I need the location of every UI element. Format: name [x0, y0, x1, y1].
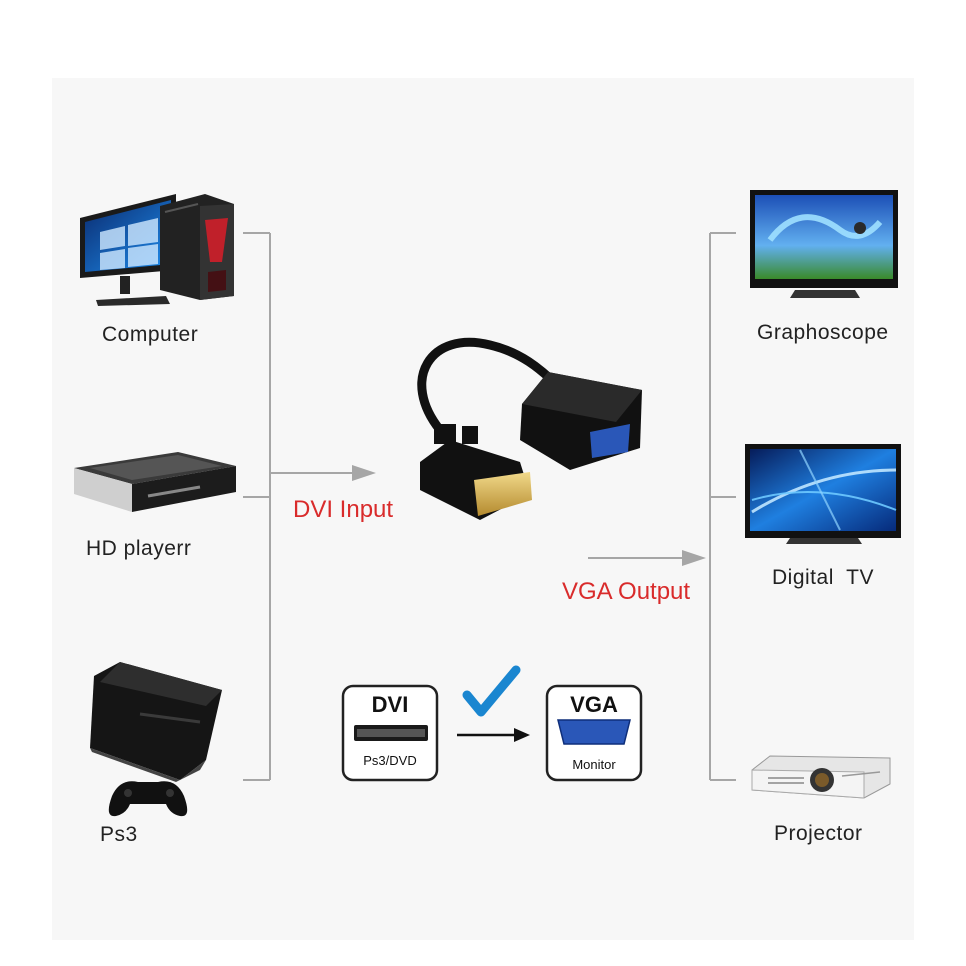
vga-badge-sub: Monitor — [572, 757, 616, 772]
source-label-computer: Computer — [102, 323, 199, 346]
source-label-hd-player: HD playerr — [86, 537, 192, 560]
left-bracket — [243, 232, 271, 781]
dvi-to-vga-adapter-icon — [417, 337, 642, 520]
checkmark-icon — [462, 665, 521, 717]
destination-label-projector: Projector — [774, 822, 863, 845]
output-arrow — [588, 550, 706, 566]
vga-target-badge — [545, 684, 643, 782]
vga-output-label: VGA Output — [562, 578, 691, 605]
dvi-input-label: DVI Input — [293, 496, 394, 523]
right-bracket — [709, 232, 736, 781]
destination-label-graphoscope: Graphoscope — [757, 321, 889, 344]
dvi-badge-title: DVI — [371, 692, 409, 717]
destination-label-digital-tv: Digital TV — [772, 566, 874, 589]
computer-icon — [80, 194, 234, 306]
ps3-icon — [90, 662, 222, 817]
dvi-badge-sub: Ps3/DVD — [363, 753, 417, 768]
dvi-source-badge — [341, 684, 439, 782]
graphoscope-icon — [750, 190, 898, 298]
digital-tv-icon — [745, 444, 901, 544]
projector-icon — [751, 755, 891, 799]
hd-player-icon — [74, 452, 236, 512]
vga-badge-title: VGA — [570, 692, 618, 717]
source-label-ps3: Ps3 — [100, 823, 138, 846]
input-arrow — [270, 465, 376, 481]
arrow-right-icon — [457, 728, 530, 742]
